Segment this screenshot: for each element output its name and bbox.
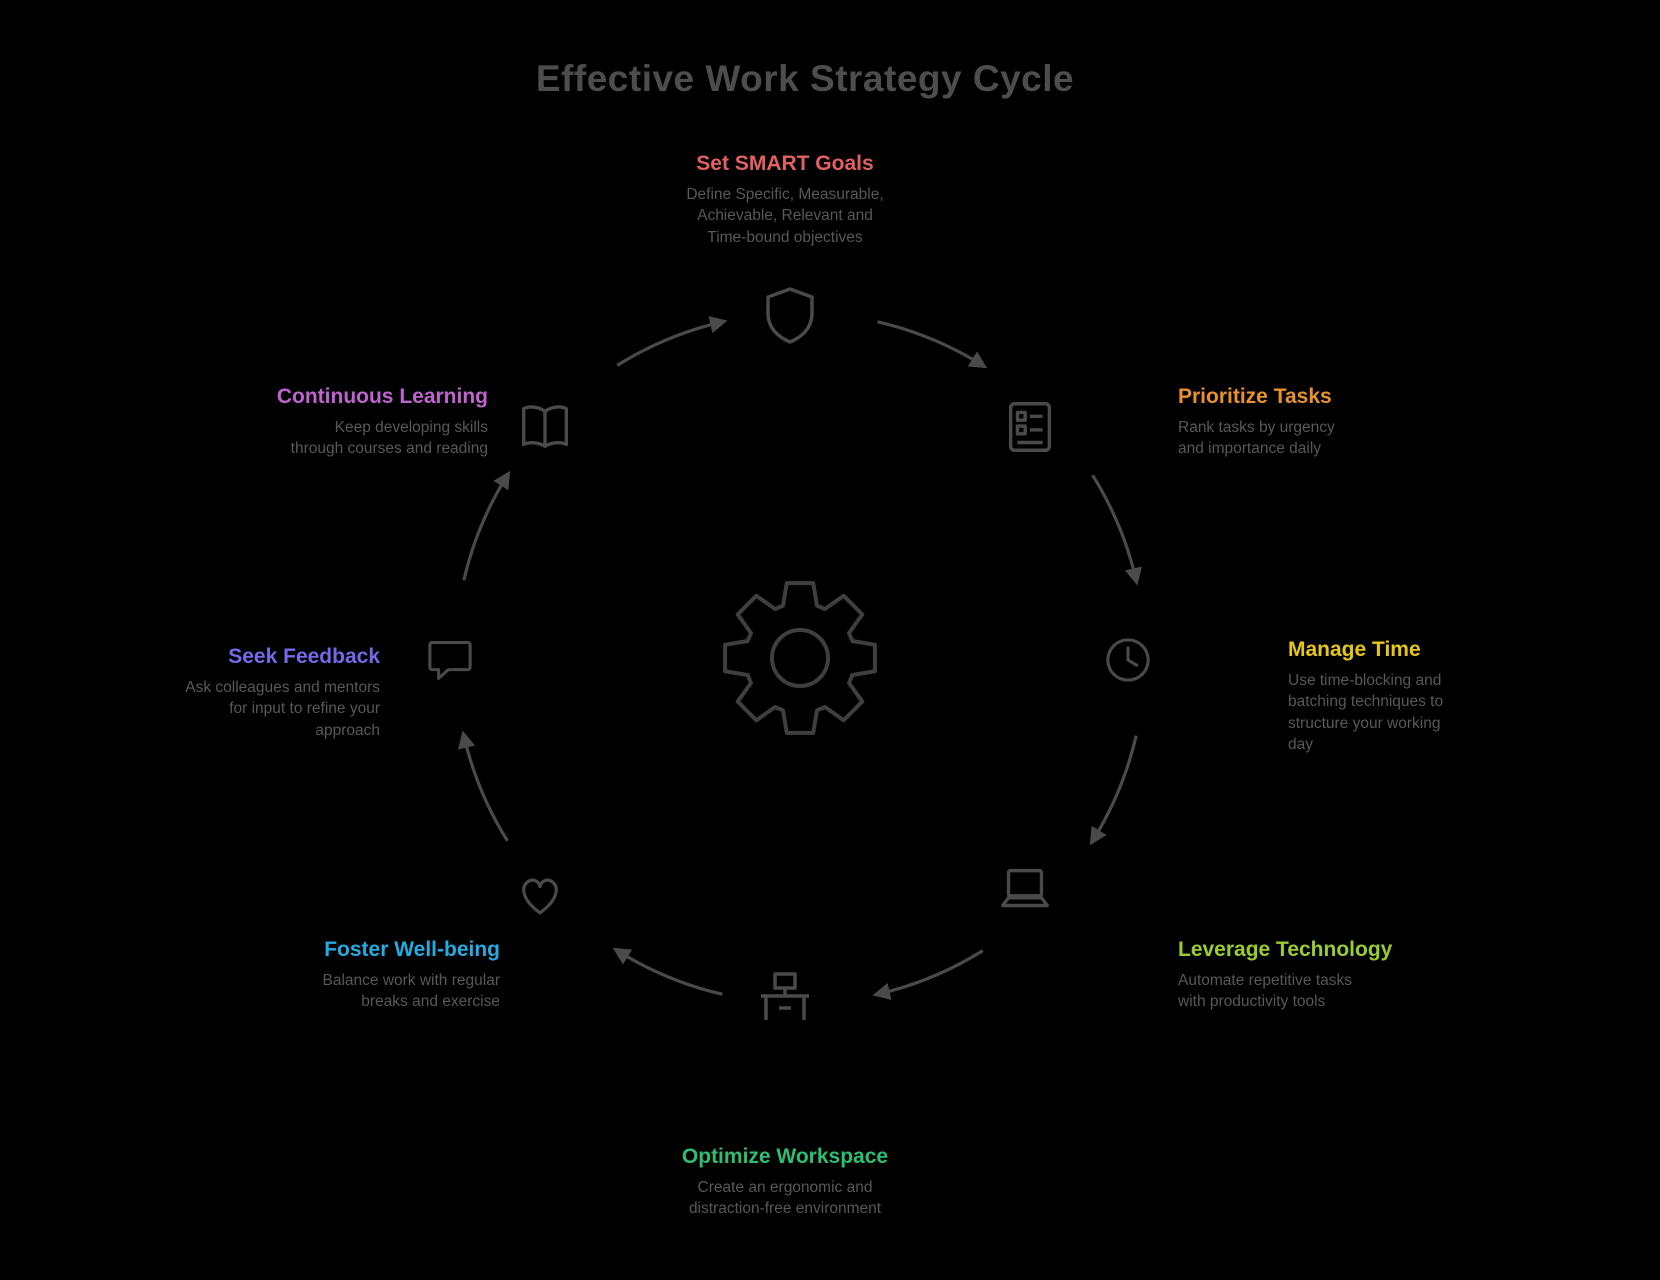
open-book-icon <box>514 396 576 458</box>
step-continuous-learning: Continuous Learning Keep developing skil… <box>277 385 488 460</box>
step-label-set-smart-goals: Set SMART Goals <box>696 152 874 175</box>
step-description-continuous-learning: Keep developing skills through courses a… <box>290 419 488 458</box>
step-label-prioritize-tasks: Prioritize Tasks <box>1178 385 1332 408</box>
step-description-manage-time: Use time-blocking and batching technique… <box>1288 672 1444 754</box>
step-description-foster-well-being: Balance work with regular breaks and exe… <box>322 972 500 1011</box>
arrow-learning-to-goals <box>616 316 728 367</box>
heart-icon <box>511 864 569 922</box>
page-title: Effective Work Strategy Cycle <box>535 58 1075 99</box>
speech-bubble-icon <box>422 632 478 688</box>
clock-icon <box>1100 632 1156 688</box>
arrow-wellbeing-to-feedback <box>458 730 509 842</box>
laptop-icon <box>994 859 1056 921</box>
shield-icon <box>758 283 822 347</box>
step-label-seek-feedback: Seek Feedback <box>228 645 380 668</box>
arrow-tasks-to-time <box>1091 474 1142 586</box>
arrow-goals-to-tasks <box>877 320 988 369</box>
arrow-time-to-technology <box>1089 735 1138 846</box>
step-label-leverage-technology: Leverage Technology <box>1178 938 1393 961</box>
arrow-feedback-to-learning <box>462 470 511 581</box>
task-list-icon <box>999 396 1061 458</box>
step-foster-well-being: Foster Well-being Balance work with regu… <box>323 938 500 1013</box>
step-description-prioritize-tasks: Rank tasks by urgency and importance dai… <box>1178 419 1335 458</box>
step-set-smart-goals: Set SMART Goals Define Specific, Measura… <box>686 152 883 248</box>
step-seek-feedback: Seek Feedback Ask colleagues and mentors… <box>185 645 380 741</box>
step-description-leverage-technology: Automate repetitive tasks with productiv… <box>1178 972 1353 1011</box>
step-prioritize-tasks: Prioritize Tasks Rank tasks by urgency a… <box>1178 385 1335 460</box>
step-optimize-workspace: Optimize Workspace Create an ergonomic a… <box>682 1145 888 1220</box>
step-description-set-smart-goals: Define Specific, Measurable, Achievable,… <box>686 186 884 246</box>
gear-icon <box>714 572 886 744</box>
step-label-foster-well-being: Foster Well-being <box>324 938 500 961</box>
step-label-continuous-learning: Continuous Learning <box>276 385 488 408</box>
arrow-workspace-to-wellbeing <box>612 947 723 996</box>
step-label-optimize-workspace: Optimize Workspace <box>681 1145 889 1168</box>
step-description-optimize-workspace: Create an ergonomic and distraction-free… <box>688 1179 882 1218</box>
arrow-technology-to-workspace <box>872 949 984 1000</box>
step-label-manage-time: Manage Time <box>1288 638 1421 661</box>
step-description-seek-feedback: Ask colleagues and mentors for input to … <box>185 679 380 739</box>
desk-icon <box>753 966 817 1030</box>
step-leverage-technology: Leverage Technology Automate repetitive … <box>1178 938 1392 1013</box>
step-manage-time: Manage Time Use time-blocking and batchi… <box>1288 638 1443 756</box>
